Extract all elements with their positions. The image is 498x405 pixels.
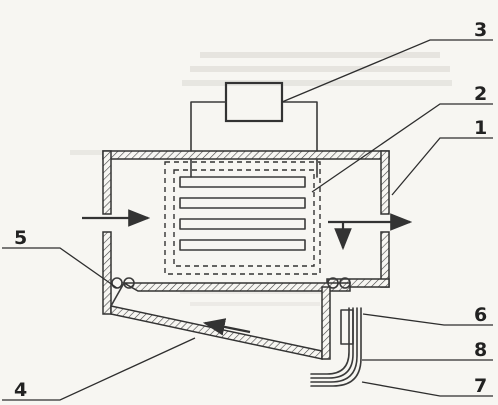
- leader-lines: [2, 39, 493, 401]
- callout-6: 6: [474, 304, 487, 326]
- callout-8: 8: [474, 339, 487, 361]
- bleed-through-text: [70, 52, 452, 306]
- outer-housing: [102, 150, 390, 315]
- callout-2: 2: [474, 83, 487, 105]
- callout-1: 1: [474, 117, 487, 139]
- callout-5: 5: [14, 227, 27, 249]
- drain-chamber: [310, 286, 362, 387]
- callout-7: 7: [474, 375, 487, 397]
- condensate-pan: [110, 282, 351, 360]
- controller-box: [190, 81, 318, 178]
- callout-3: 3: [474, 19, 487, 41]
- ball-seal-right: [327, 277, 351, 289]
- callout-4: 4: [14, 379, 27, 401]
- coil-unit: [164, 161, 321, 275]
- airflow-arrows: [82, 209, 413, 336]
